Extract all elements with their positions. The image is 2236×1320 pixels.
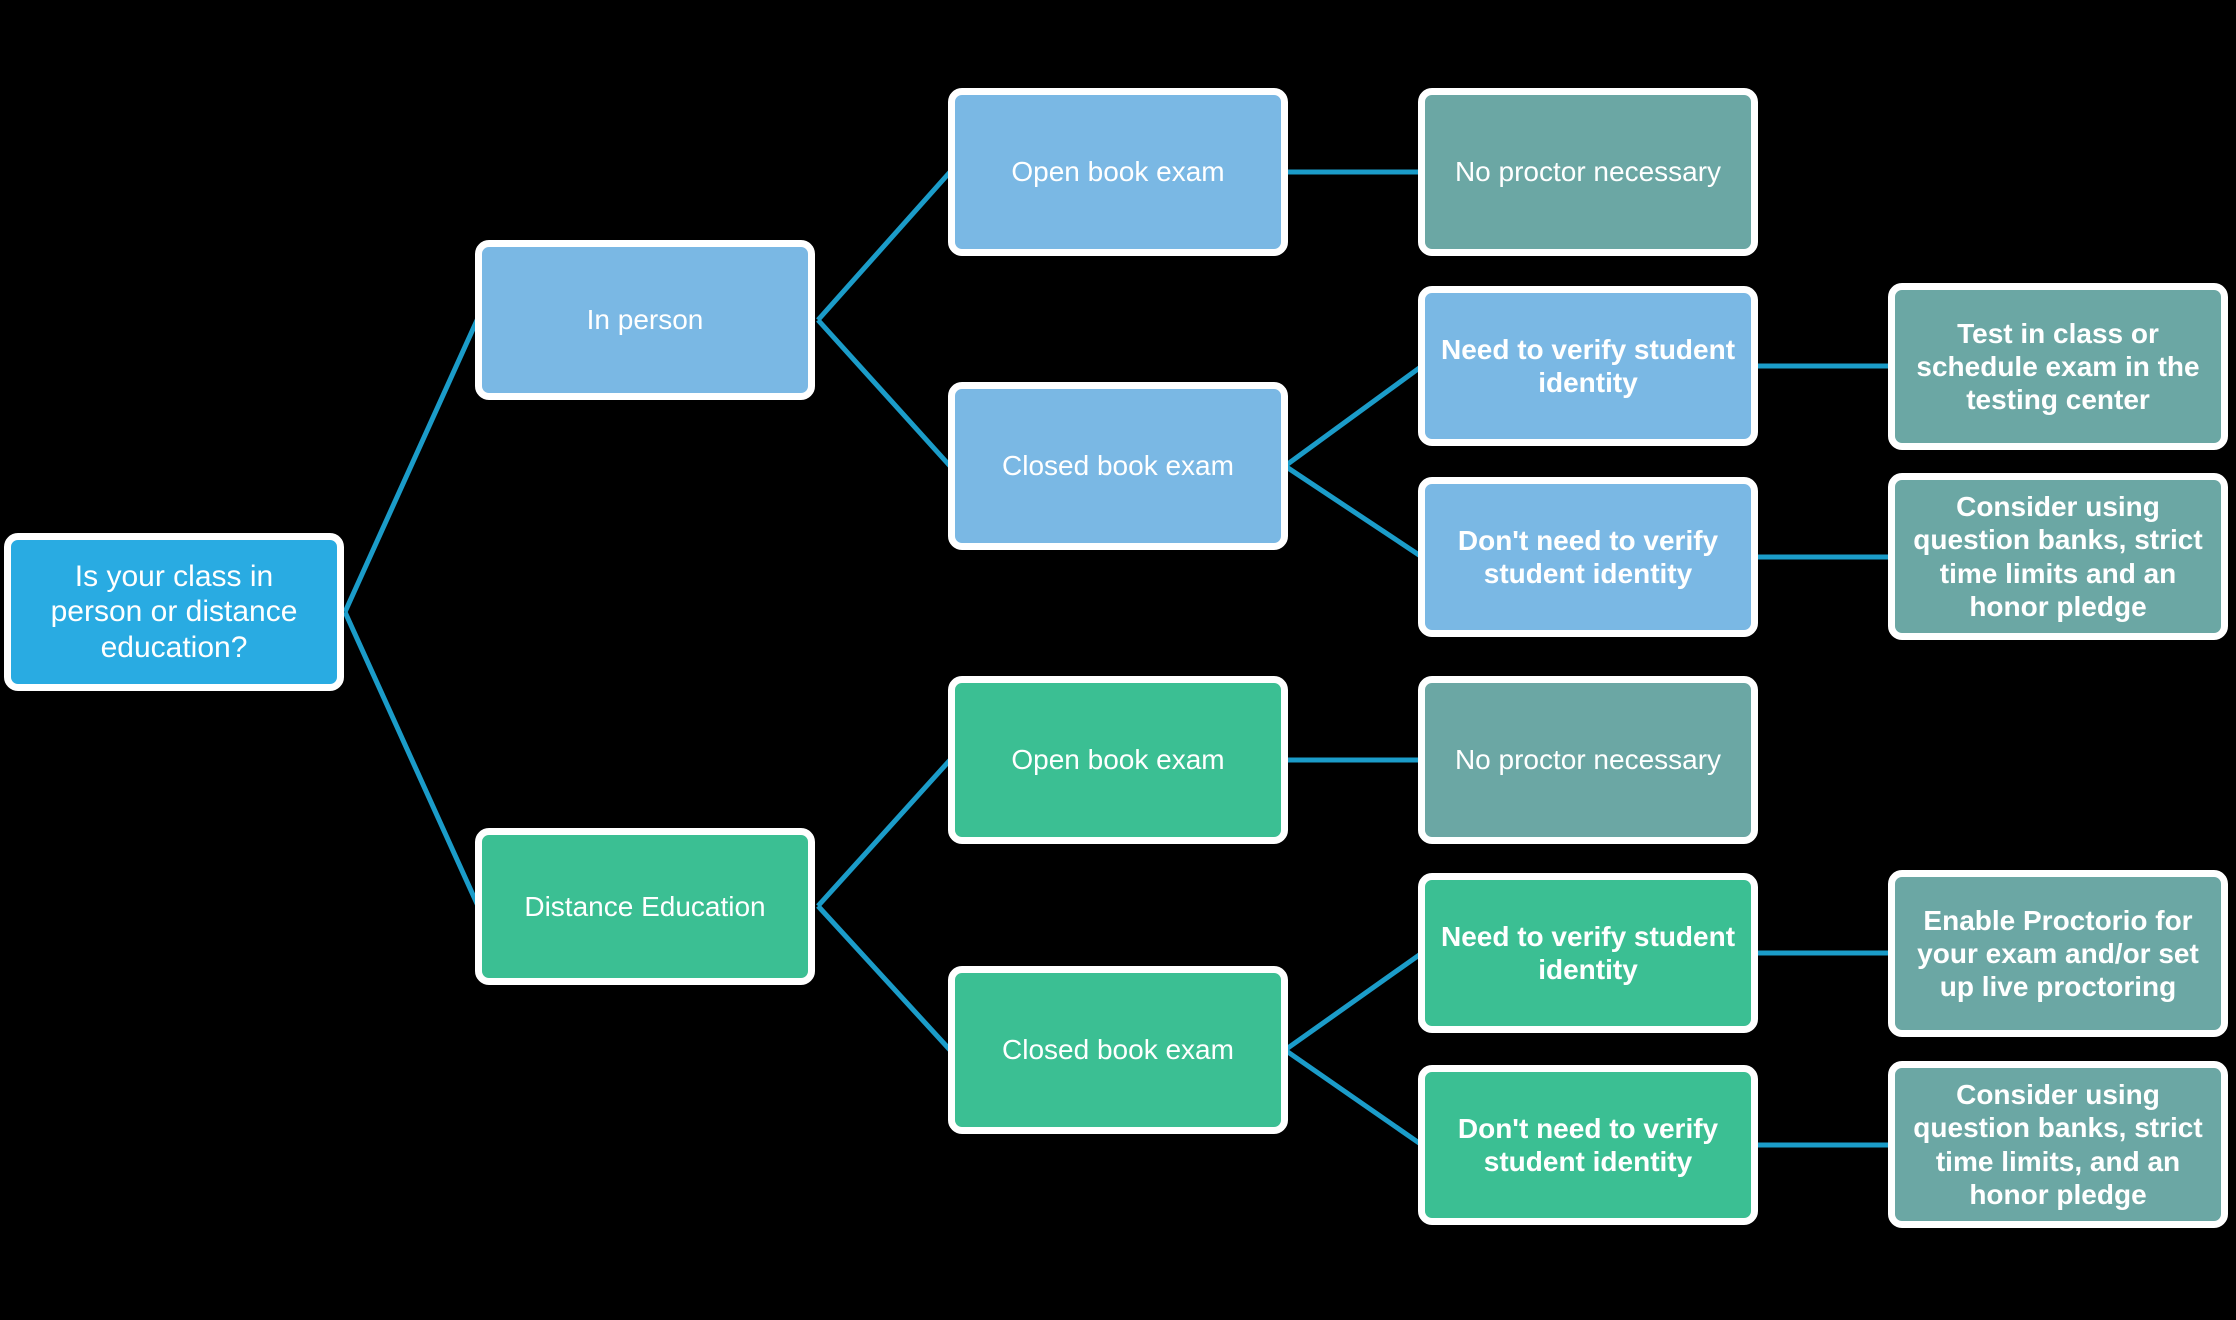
node-in-person-closed-book-exam-label: Closed book exam — [1002, 450, 1234, 482]
node-distance-education-dont-need-to-verify-identity[interactable]: Don't need to verify student identity — [1418, 1065, 1758, 1225]
node-in-person-need-to-verify-identity[interactable]: Need to verify student identity — [1418, 286, 1758, 446]
node-distance-education-no-proctor-necessary-label: No proctor necessary — [1454, 744, 1722, 776]
node-in-person-test-in-class-or-testing-center[interactable]: Test in class or schedule exam in the te… — [1888, 283, 2228, 450]
node-in-person-consider-question-banks-label: Consider using question banks, strict ti… — [1913, 491, 2203, 622]
node-distance-education-consider-question-banks-label: Consider using question banks, strict ti… — [1913, 1079, 2203, 1210]
node-in-person-dont-need-to-verify-identity[interactable]: Don't need to verify student identity — [1418, 477, 1758, 637]
edge-in-person-to-closed-book — [816, 318, 952, 468]
node-distance-education-open-book-exam[interactable]: Open book exam — [948, 676, 1288, 844]
node-in-person[interactable]: In person — [475, 240, 815, 400]
node-distance-education-enable-proctorio[interactable]: Enable Proctorio for your exam and/or se… — [1888, 870, 2228, 1037]
node-distance-education-enable-proctorio-label: Enable Proctorio for your exam and/or se… — [1917, 904, 2199, 1003]
edge-root-to-in-person — [342, 316, 481, 614]
node-in-person-no-proctor-necessary[interactable]: No proctor necessary — [1418, 88, 1758, 256]
node-in-person-dont-need-to-verify-identity-label: Don't need to verify student identity — [1457, 524, 1719, 589]
node-distance-education-need-to-verify-identity[interactable]: Need to verify student identity — [1418, 873, 1758, 1033]
node-distance-education-label: Distance Education — [524, 890, 766, 922]
node-in-person-closed-book-exam[interactable]: Closed book exam — [948, 382, 1288, 550]
node-distance-education-need-to-verify-identity-label: Need to verify student identity — [1440, 920, 1736, 985]
edge-distance-education-to-open-book — [816, 758, 952, 908]
node-in-person-test-in-class-or-testing-center-label: Test in class or schedule exam in the te… — [1916, 317, 2200, 416]
node-in-person-no-proctor-necessary-label: No proctor necessary — [1454, 156, 1722, 188]
edge-in-person-to-open-book — [816, 170, 952, 322]
edge-distance-education-to-closed-book — [816, 904, 952, 1052]
node-in-person-label: In person — [586, 304, 704, 336]
node-distance-education[interactable]: Distance Education — [475, 828, 815, 985]
node-in-person-consider-question-banks[interactable]: Consider using question banks, strict ti… — [1888, 473, 2228, 640]
node-in-person-open-book-exam[interactable]: Open book exam — [948, 88, 1288, 256]
edge-root-to-distance-education — [342, 610, 481, 908]
edge-de-closed-book-to-need-verify — [1283, 950, 1424, 1053]
node-distance-education-consider-question-banks[interactable]: Consider using question banks, strict ti… — [1888, 1061, 2228, 1228]
edge-de-closed-book-to-dont-need-verify — [1283, 1047, 1424, 1148]
node-root-question[interactable]: Is your class in person or distance educ… — [4, 533, 344, 691]
node-distance-education-dont-need-to-verify-identity-label: Don't need to verify student identity — [1457, 1112, 1719, 1177]
node-distance-education-closed-book-exam[interactable]: Closed book exam — [948, 966, 1288, 1134]
node-distance-education-open-book-exam-label: Open book exam — [1011, 744, 1225, 776]
node-in-person-need-to-verify-identity-label: Need to verify student identity — [1440, 333, 1736, 398]
node-in-person-open-book-exam-label: Open book exam — [1011, 156, 1225, 188]
edge-ip-closed-book-to-dont-need-verify — [1283, 463, 1424, 560]
node-distance-education-no-proctor-necessary[interactable]: No proctor necessary — [1418, 676, 1758, 844]
edge-ip-closed-book-to-need-verify — [1283, 363, 1424, 469]
node-root-question-label: Is your class in person or distance educ… — [50, 559, 298, 664]
node-distance-education-closed-book-exam-label: Closed book exam — [1002, 1034, 1234, 1066]
